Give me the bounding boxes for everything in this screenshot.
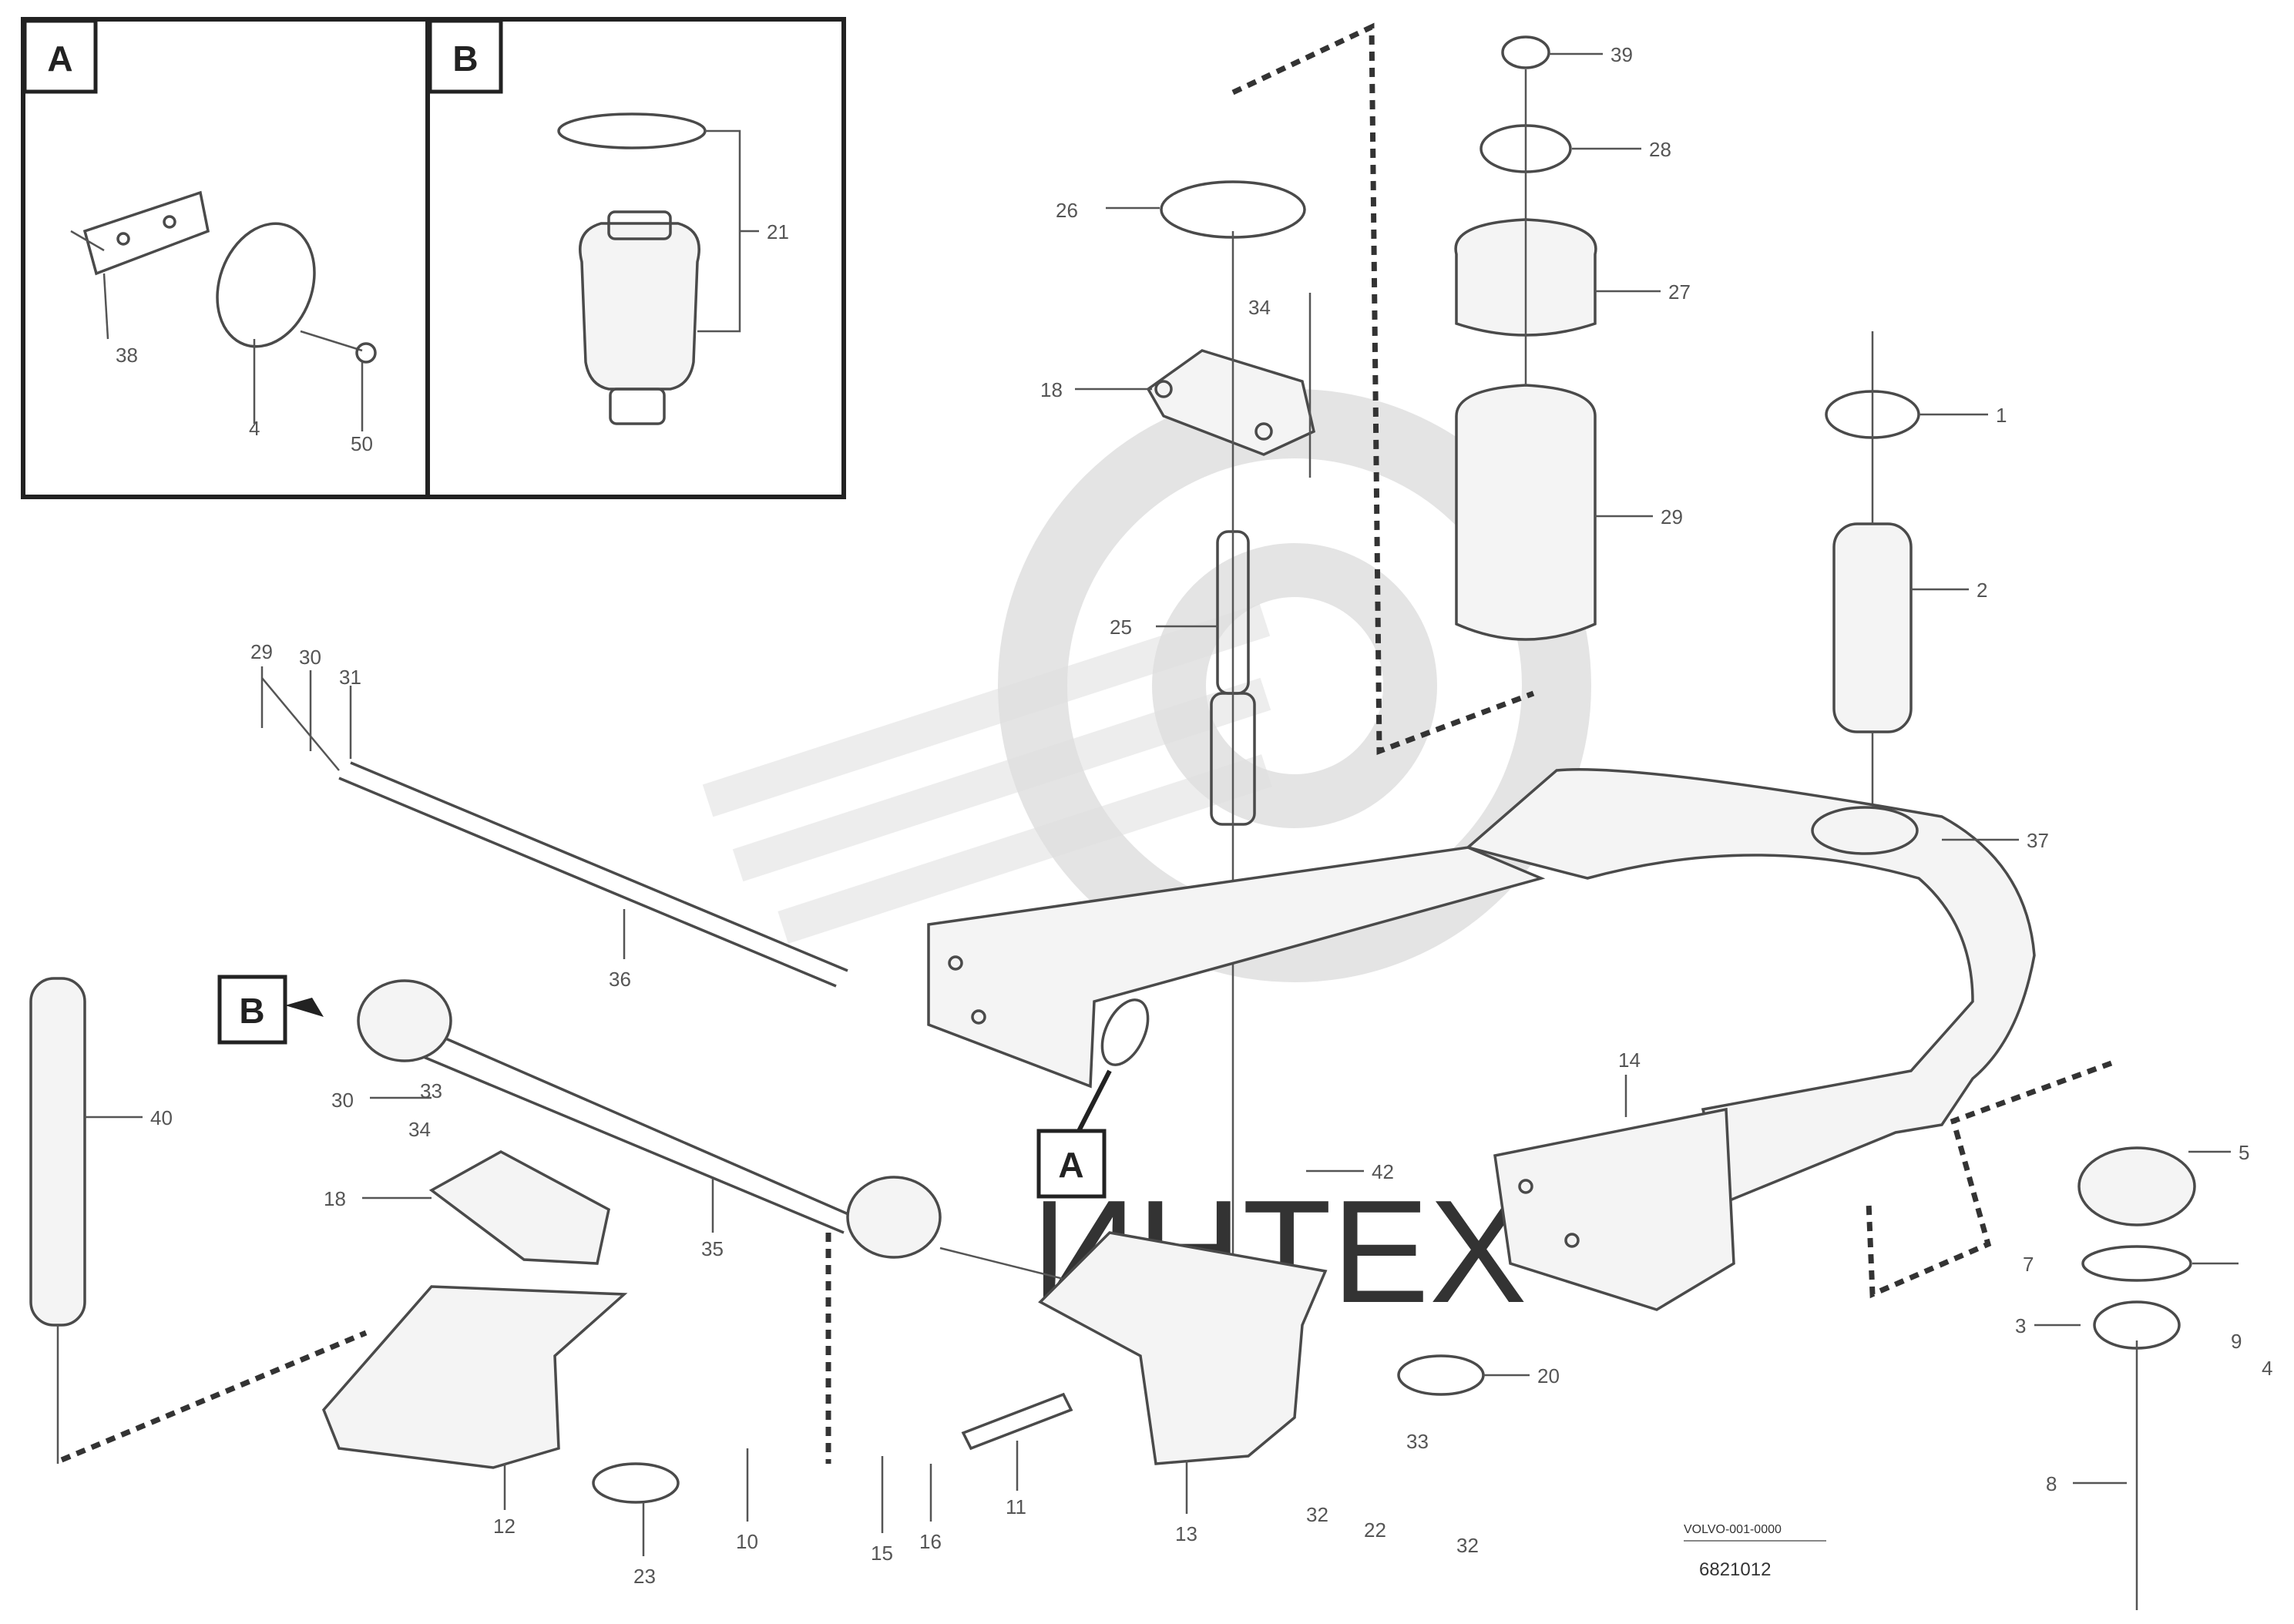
- callout-14: 14: [1618, 1049, 1641, 1072]
- callout-31: 31: [339, 666, 361, 689]
- inset-a-letter: A: [47, 39, 72, 79]
- callout-11: 11: [1006, 1495, 1026, 1518]
- callout-22: 22: [1364, 1518, 1386, 1542]
- brackets: [321, 1146, 2196, 1610]
- view-label-a: A: [1036, 1069, 1112, 1199]
- svg-text:A: A: [1058, 1145, 1083, 1185]
- callout-29-rod: 29: [250, 640, 273, 663]
- callout-7: 7: [2023, 1253, 2034, 1276]
- inset-a: A 38 4 50: [21, 17, 430, 499]
- inset-b: B 21: [425, 17, 846, 499]
- callout-inset-a-4: 4: [249, 417, 260, 440]
- callout-42: 42: [1372, 1160, 1394, 1183]
- callout-37: 37: [2027, 829, 2049, 852]
- top-right-stack: [1454, 35, 1597, 641]
- dashed-frame-upper: [1231, 22, 1535, 756]
- shock-absorber: [29, 977, 86, 1464]
- callout-33-center: 33: [1406, 1430, 1429, 1453]
- callout-inset-a-38: 38: [116, 344, 138, 367]
- callout-30-left: 30: [331, 1089, 354, 1112]
- callout-32-center: 32: [1306, 1503, 1328, 1526]
- svg-text:B: B: [239, 991, 264, 1031]
- callouts: 39 28 26 27 34 18 25 1 2 29 30 31 29 36 …: [85, 43, 2272, 1588]
- right-bushing-stack: [1825, 331, 1920, 817]
- callout-10: 10: [736, 1530, 758, 1553]
- callout-18-left: 18: [324, 1187, 346, 1210]
- axle-beam: [927, 768, 2036, 1311]
- callout-25: 25: [1110, 616, 1132, 639]
- callout-28: 28: [1649, 138, 1671, 161]
- drawing-ref-number: 6821012: [1699, 1559, 1771, 1580]
- dashed-frame-right: [1866, 1060, 2113, 1299]
- callout-12: 12: [493, 1515, 516, 1538]
- callout-inset-a-50: 50: [351, 432, 373, 455]
- drawing-reference: VOLVO-001-0000 6821012: [1684, 1523, 1826, 1580]
- callout-20: 20: [1537, 1364, 1560, 1387]
- callout-3: 3: [2015, 1314, 2026, 1337]
- callout-inset-b-21: 21: [767, 220, 789, 243]
- callout-5: 5: [2239, 1141, 2249, 1164]
- callout-9: 9: [2231, 1330, 2242, 1353]
- view-label-b: B: [217, 975, 324, 1045]
- callout-23: 23: [633, 1565, 656, 1588]
- callout-33-left: 33: [420, 1079, 442, 1102]
- callout-4: 4: [2262, 1357, 2272, 1380]
- callout-30-rod: 30: [299, 646, 321, 669]
- callout-26: 26: [1056, 199, 1078, 222]
- callout-39: 39: [1611, 43, 1633, 66]
- callout-16: 16: [919, 1530, 942, 1553]
- callout-40: 40: [150, 1106, 173, 1129]
- callout-34-top: 34: [1248, 296, 1271, 319]
- callout-36: 36: [609, 968, 631, 991]
- dashed-line-left: [60, 1330, 368, 1463]
- drawing-ref-top: VOLVO-001-0000: [1684, 1523, 1782, 1536]
- callout-27: 27: [1668, 280, 1691, 304]
- callout-32-right: 32: [1456, 1534, 1479, 1557]
- callout-18-top: 18: [1040, 378, 1063, 401]
- callout-15: 15: [871, 1542, 893, 1565]
- callout-8: 8: [2046, 1472, 2057, 1495]
- callout-13: 13: [1175, 1522, 1197, 1545]
- callout-29-right: 29: [1661, 505, 1683, 528]
- top-center-stack: [1146, 180, 1316, 1348]
- inset-b-letter: B: [452, 39, 478, 79]
- callout-2: 2: [1977, 579, 1987, 602]
- callout-35: 35: [701, 1237, 724, 1260]
- callout-34-left: 34: [408, 1118, 431, 1141]
- long-rods: [261, 677, 1095, 1288]
- callout-1: 1: [1996, 404, 2007, 427]
